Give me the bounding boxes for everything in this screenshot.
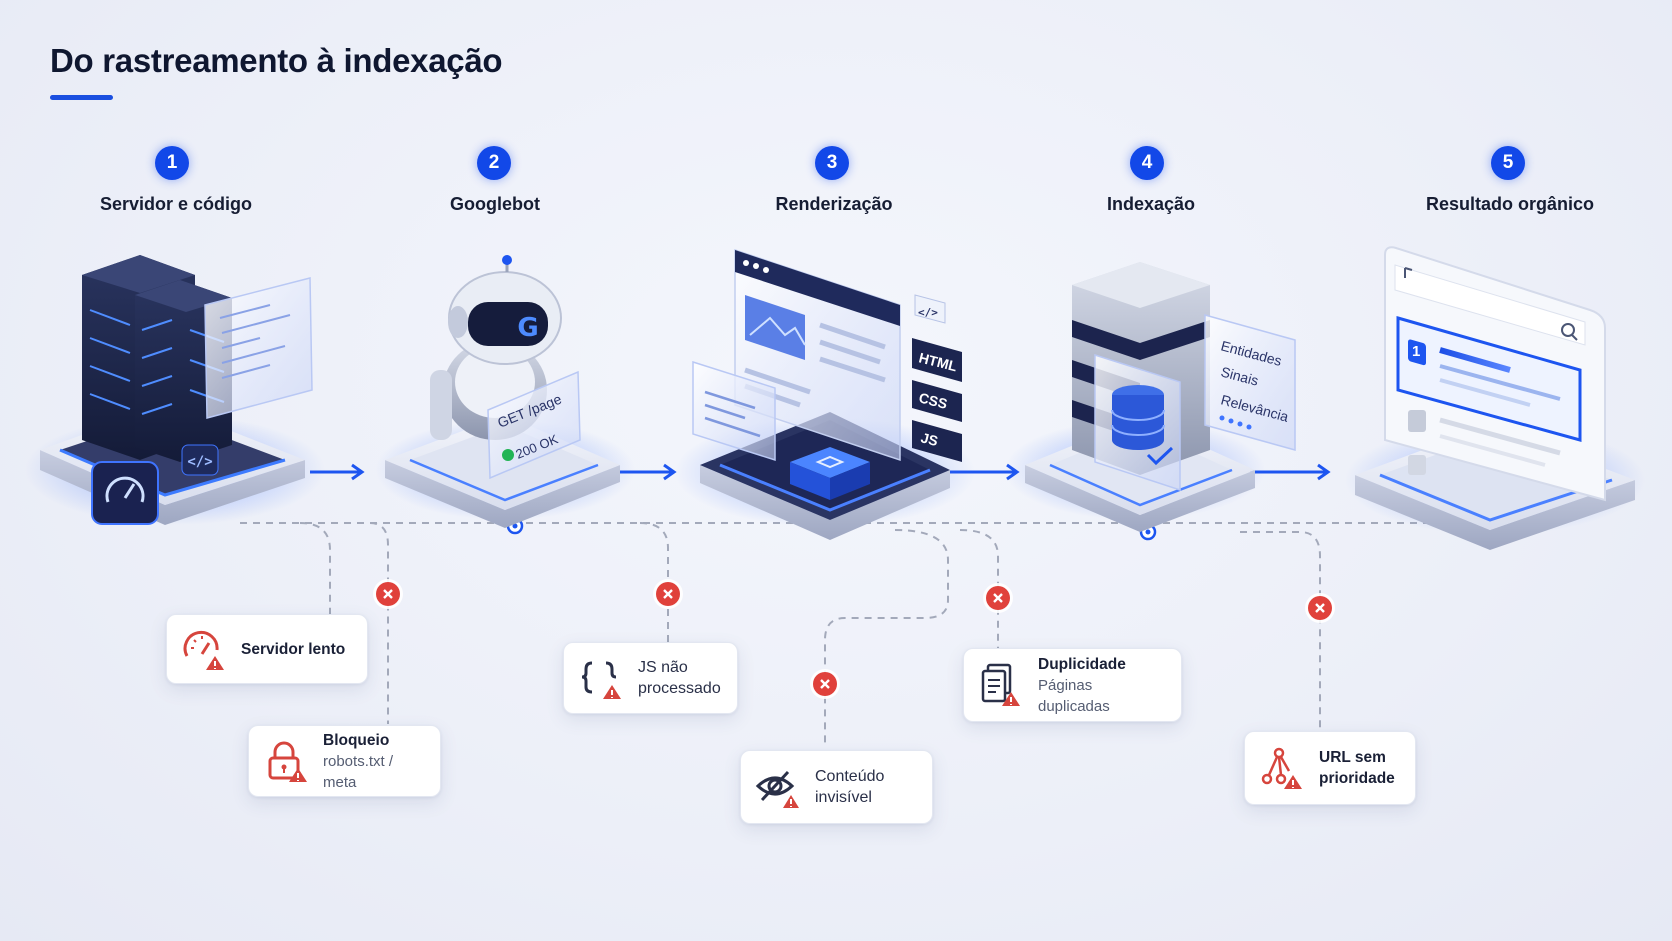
render-illustration: </> HTML CSS JS (675, 248, 975, 540)
issue-servidor-lento-title: Servidor lento (241, 640, 346, 658)
issue-js-line2: processado (638, 680, 721, 697)
duplicate-pages-warning-icon (981, 663, 1020, 706)
svg-text:</>: </> (187, 454, 212, 470)
step-5-title: Resultado orgânico (1425, 194, 1595, 214)
code-braces-warning-icon (581, 661, 621, 699)
issue-conteudo-line1: Conteúdo (815, 768, 885, 785)
issue-duplicidade-subtitle: Páginas duplicadas (1038, 676, 1110, 715)
error-x-icon (813, 672, 837, 696)
step-1-title: Servidor e código (99, 194, 253, 214)
dashed-connectors (240, 522, 1480, 748)
sitemap-warning-icon (1261, 747, 1302, 789)
title-underline (50, 95, 113, 100)
issue-js-card: JS não processado (563, 642, 738, 714)
issue-servidor-lento-card: Servidor lento (166, 614, 368, 684)
googlebot-illustration: G GET /page 200 OK (375, 255, 635, 528)
issue-conteudo-line2: invisível (815, 789, 872, 806)
slow-gauge-warning-icon (183, 630, 224, 670)
step-5-badge: 5 (1491, 146, 1525, 180)
eye-off-warning-icon (755, 770, 799, 808)
issue-js-line1: JS não (638, 659, 688, 676)
issue-url-line1: URL sem (1319, 749, 1386, 766)
issue-bloqueio-subtitle: robots.txt / meta (323, 752, 394, 791)
error-x-icon (986, 586, 1010, 610)
server-illustration: </> (25, 255, 325, 525)
result-illustration: 1 (1345, 246, 1645, 550)
page-title: Do rastreamento à indexação (50, 42, 503, 79)
step-2-badge: 2 (477, 146, 511, 180)
issue-duplicidade-title: Duplicidade (1038, 655, 1126, 673)
result-rank: 1 (1412, 343, 1420, 360)
error-x-icon (1308, 596, 1332, 620)
step-4-title: Indexação (1106, 194, 1196, 214)
issue-bloqueio-card: Bloqueio robots.txt / meta (248, 725, 441, 797)
svg-text:G: G (517, 313, 538, 343)
lock-warning-icon (268, 741, 307, 782)
step-2-title: Googlebot (450, 194, 540, 214)
svg-text:</>: </> (918, 306, 938, 319)
js-tag: JS (919, 429, 939, 449)
issue-conteudo-card: Conteúdo invisível (740, 750, 933, 824)
error-x-icon (376, 582, 400, 606)
issue-bloqueio-title: Bloqueio (323, 731, 390, 749)
index-illustration: Entidades Sinais Relevância (1005, 262, 1296, 532)
issue-url-card: URL sem prioridade (1244, 731, 1416, 805)
step-3-badge: 3 (815, 146, 849, 180)
issue-duplicidade-card: Duplicidade Páginas duplicadas (963, 648, 1182, 722)
step-4-badge: 4 (1130, 146, 1164, 180)
issue-url-line2: prioridade (1319, 770, 1395, 787)
css-tag: CSS (917, 389, 949, 411)
error-x-icon (656, 582, 680, 606)
step-1-badge: 1 (155, 146, 189, 180)
step-3-title: Renderização (775, 194, 893, 214)
